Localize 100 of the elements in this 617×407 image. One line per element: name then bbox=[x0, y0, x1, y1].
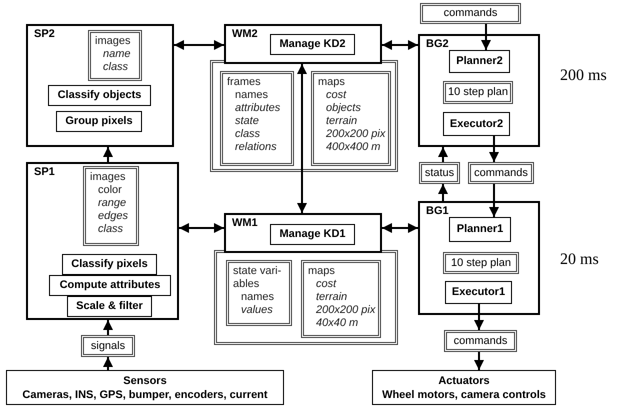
data-panel bbox=[210, 60, 398, 172]
box-label: Classify objects bbox=[58, 89, 142, 102]
process-box bbox=[443, 112, 510, 136]
data-box bbox=[83, 166, 139, 246]
data-box bbox=[226, 260, 292, 326]
list-item: names bbox=[240, 291, 276, 304]
box-label: Classify pixels bbox=[71, 258, 148, 271]
arrow bbox=[489, 136, 499, 162]
list-item: 200x200 pix bbox=[315, 304, 374, 317]
arrow bbox=[474, 352, 484, 370]
box-label: Planner1 bbox=[456, 223, 504, 236]
process-box bbox=[49, 275, 171, 296]
list-heading: maps bbox=[318, 76, 346, 89]
arrow bbox=[103, 147, 113, 162]
data-box bbox=[88, 30, 142, 81]
module-box bbox=[224, 24, 382, 64]
data-box bbox=[301, 260, 381, 338]
data-box bbox=[220, 71, 294, 166]
data-box bbox=[311, 71, 391, 166]
list-item: 400x400 m bbox=[325, 141, 382, 154]
list-item: values bbox=[240, 304, 274, 317]
module-title: BG1 bbox=[426, 205, 449, 218]
box-label: Scale & filter bbox=[76, 300, 143, 313]
arrow bbox=[103, 320, 113, 335]
list-item: 200x200 pix bbox=[325, 128, 384, 141]
list-item: terrain bbox=[325, 115, 358, 128]
process-box bbox=[67, 296, 152, 317]
tag-box bbox=[443, 81, 513, 104]
process-box bbox=[449, 217, 511, 242]
box-label: commands bbox=[454, 334, 508, 348]
module-title: BG2 bbox=[426, 38, 449, 51]
list-item: range bbox=[97, 197, 128, 210]
module-box bbox=[224, 213, 382, 253]
module-title: WM1 bbox=[232, 217, 258, 230]
timing-label: 20 ms bbox=[560, 250, 599, 270]
list-item: color bbox=[97, 184, 123, 197]
arrow bbox=[382, 223, 418, 233]
list-item: cost bbox=[315, 278, 338, 291]
device-list: Cameras, INS, GPS, bumper, encoders, current bbox=[22, 388, 268, 402]
module-box bbox=[26, 162, 179, 320]
box-label: signals bbox=[90, 340, 126, 352]
list-item: edges bbox=[97, 210, 129, 223]
tag-box bbox=[443, 252, 519, 274]
device-box bbox=[6, 370, 284, 405]
list-item: attributes bbox=[234, 102, 282, 115]
process-box bbox=[449, 50, 510, 73]
arrow bbox=[474, 304, 484, 330]
list-heading: images bbox=[90, 171, 126, 184]
module-title: SP1 bbox=[34, 166, 55, 179]
arrow bbox=[297, 64, 307, 213]
list-item: class bbox=[102, 61, 130, 74]
box-label: 10 step plan bbox=[451, 256, 511, 270]
box-label: Compute attributes bbox=[60, 279, 160, 292]
data-panel bbox=[214, 250, 398, 345]
process-box bbox=[56, 111, 142, 132]
process-box bbox=[270, 34, 355, 55]
box-label: Manage KD2 bbox=[279, 38, 346, 51]
list-item: relations bbox=[234, 141, 278, 154]
list-item: names bbox=[234, 89, 270, 102]
list-heading: frames bbox=[227, 76, 262, 89]
process-box bbox=[445, 281, 512, 304]
tag-box bbox=[419, 162, 460, 184]
arrow bbox=[179, 223, 224, 233]
tag-box bbox=[81, 335, 135, 357]
arrow bbox=[382, 40, 418, 50]
arrow bbox=[174, 40, 224, 50]
module-box bbox=[26, 24, 174, 147]
module-box bbox=[418, 34, 540, 147]
box-label: Planner2 bbox=[456, 55, 503, 68]
box-label: status bbox=[424, 166, 454, 180]
list-heading: maps bbox=[308, 265, 336, 278]
list-item: terrain bbox=[315, 291, 348, 304]
module-title: SP2 bbox=[34, 28, 55, 41]
module-box bbox=[418, 201, 540, 315]
device-title: Actuators bbox=[438, 374, 490, 388]
list-item: state bbox=[234, 115, 260, 128]
list-item: class bbox=[97, 223, 124, 236]
box-label: Group pixels bbox=[65, 115, 133, 128]
arrow bbox=[489, 184, 499, 217]
box-label: 10 step plan bbox=[448, 86, 508, 99]
box-label: Executor1 bbox=[452, 286, 506, 299]
arrow bbox=[438, 184, 448, 201]
box-label: commands bbox=[474, 166, 528, 180]
timing-label: 200 ms bbox=[560, 66, 607, 86]
device-title: Sensors bbox=[123, 374, 167, 388]
process-box bbox=[270, 224, 355, 245]
arrow bbox=[481, 24, 491, 50]
device-box bbox=[372, 370, 556, 405]
tag-box bbox=[468, 162, 534, 184]
list-item: objects bbox=[325, 102, 362, 115]
module-title: WM2 bbox=[232, 28, 258, 41]
list-heading: images bbox=[95, 35, 132, 48]
arrow bbox=[438, 147, 448, 162]
process-box bbox=[48, 85, 151, 106]
list-item: class bbox=[234, 128, 262, 141]
list-item: 40x40 m bbox=[315, 317, 360, 330]
arrow bbox=[103, 357, 113, 370]
tag-box bbox=[444, 330, 517, 352]
box-label: Executor2 bbox=[450, 118, 504, 130]
tag-box bbox=[420, 3, 521, 24]
